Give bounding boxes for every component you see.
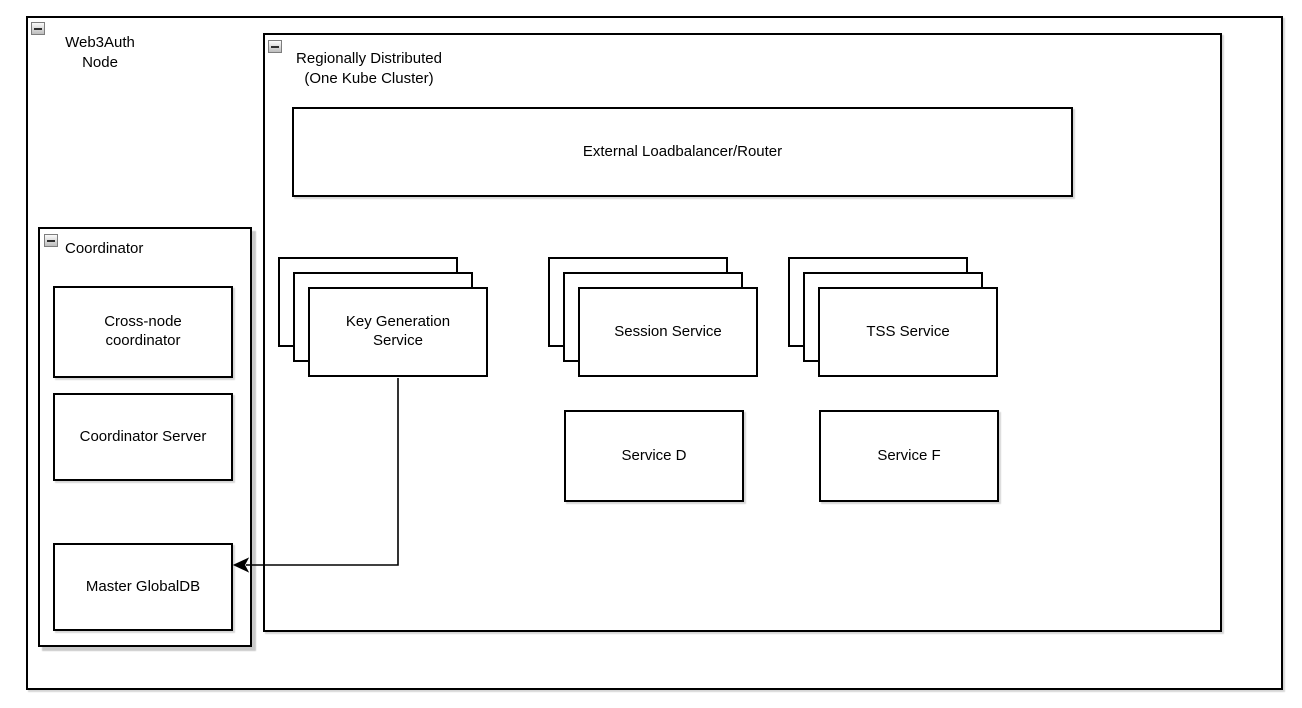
coordinator-server-node[interactable]: Coordinator Server — [53, 393, 233, 481]
session-service-node[interactable]: Session Service — [578, 287, 758, 377]
session-service-stack[interactable]: Session Service — [548, 257, 758, 377]
external-loadbalancer-label: External Loadbalancer/Router — [582, 142, 783, 160]
collapse-minus-icon[interactable] — [31, 22, 45, 35]
minus-bar — [34, 27, 42, 30]
master-globaldb-label: Master GlobalDB — [85, 577, 201, 595]
key-generation-service-node[interactable]: Key Generation Service — [308, 287, 488, 377]
cross-node-coordinator-node[interactable]: Cross-node coordinator — [53, 286, 233, 378]
coordinator-label: Coordinator — [65, 240, 144, 257]
master-globaldb-node[interactable]: Master GlobalDB — [53, 543, 233, 631]
service-d-node[interactable]: Service D — [564, 410, 744, 502]
tss-service-label: TSS Service — [866, 322, 950, 340]
tss-service-stack[interactable]: TSS Service — [788, 257, 998, 377]
key-generation-service-label: Key Generation Service — [345, 313, 451, 349]
service-d-label: Service D — [621, 446, 687, 464]
minus-bar — [47, 239, 55, 242]
external-loadbalancer-node[interactable]: External Loadbalancer/Router — [292, 107, 1073, 197]
service-f-node[interactable]: Service F — [819, 410, 999, 502]
regionally-distributed-label: Regionally Distributed (One Kube Cluster… — [296, 50, 442, 87]
cross-node-coordinator-label: Cross-node coordinator — [104, 313, 182, 349]
minus-bar — [271, 45, 279, 48]
service-f-label: Service F — [877, 446, 941, 464]
web3auth-node-label: Web3Auth Node — [65, 34, 135, 71]
collapse-minus-icon[interactable] — [268, 40, 282, 53]
session-service-label: Session Service — [614, 322, 722, 340]
coordinator-server-label: Coordinator Server — [79, 427, 207, 445]
key-generation-service-stack[interactable]: Key Generation Service — [278, 257, 488, 377]
collapse-minus-icon[interactable] — [44, 234, 58, 247]
tss-service-node[interactable]: TSS Service — [818, 287, 998, 377]
